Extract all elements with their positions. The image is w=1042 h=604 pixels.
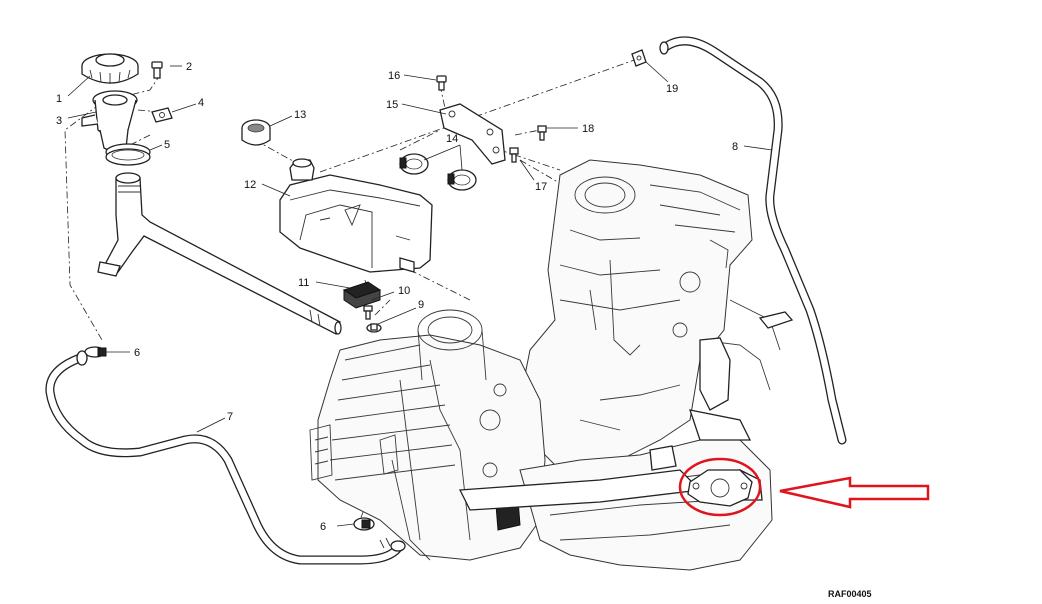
rubber-pad [342,281,382,309]
radiator-cap [81,53,139,84]
coolant-y-pipe [97,172,342,335]
callout-labels: 1 2 3 4 5 6 6 7 8 9 10 11 12 13 14 15 16… [56,61,738,533]
clip-nut [151,107,173,123]
callout-5: 5 [164,139,170,151]
screw-17 [509,147,519,163]
callout-6-lower: 6 [320,521,326,533]
screw-2 [151,61,163,79]
callout-19: 19 [666,83,678,95]
callout-18: 18 [582,123,594,135]
callout-10: 10 [398,285,410,297]
hose-clamp-5 [105,143,151,166]
screw-16 [436,75,447,91]
highlight-annotation [678,457,930,517]
hose-clamp-6-upper [84,346,107,358]
callout-15: 15 [386,99,398,111]
callout-9: 9 [418,299,424,311]
callout-17: 17 [535,181,547,193]
screw-18 [537,125,547,141]
callout-1: 1 [56,93,62,105]
highlight-circle [678,457,762,517]
hose-clip-19 [631,49,647,67]
callout-13: 13 [294,109,306,121]
callout-7: 7 [227,411,233,423]
water-pump-flange [687,469,753,507]
lower-hose-7 [45,350,406,565]
callout-6-upper: 6 [134,347,140,359]
mounting-bracket [439,103,506,165]
engine-block [309,159,794,571]
overflow-hose-8 [659,36,847,445]
leader-lines [67,61,773,527]
expansion-tank-cap [241,119,271,146]
callout-2: 2 [186,61,192,73]
expansion-tank [279,158,433,273]
filler-neck [81,90,138,152]
callout-4: 4 [198,97,204,109]
callout-3: 3 [56,115,62,127]
highlight-arrow [779,476,930,509]
diagram-reference-code: RAF00405 [828,589,872,599]
callout-12: 12 [244,179,256,191]
bracket-clamp-14-right [447,169,477,191]
screw-9 [366,323,382,333]
callout-14: 14 [446,133,458,145]
screw-10 [363,305,373,320]
hose-clamp-6-lower [353,517,375,531]
callout-11: 11 [298,277,309,289]
callout-16: 16 [388,70,400,82]
callout-8: 8 [732,141,738,153]
bracket-clamp-14-left [399,153,429,175]
